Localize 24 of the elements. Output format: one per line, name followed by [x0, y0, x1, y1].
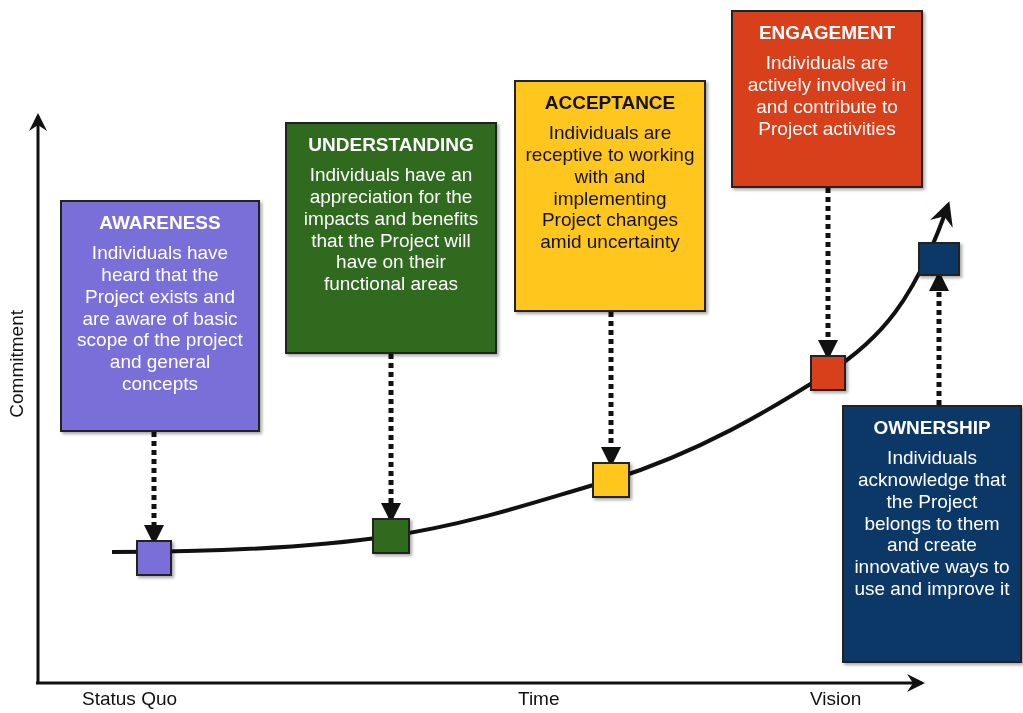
- stage-box: [285, 122, 497, 354]
- stage-description: Individuals have heard that the Project exists and are aware of basic scope of the project and general concepts: [76, 242, 244, 395]
- milestone-square: [136, 540, 172, 576]
- stage-box: [731, 10, 923, 188]
- stage-heading: AWARENESS: [98, 212, 222, 234]
- axis-label: Status Quo: [82, 688, 178, 710]
- stage-heading: UNDERSTANDING: [307, 134, 475, 156]
- axis-label: Commitment: [6, 310, 28, 418]
- axis-label: Vision: [810, 688, 862, 710]
- milestone-square: [810, 355, 846, 391]
- milestone-square: [372, 518, 410, 554]
- stage-description: Individuals are actively involved in and contribute to Project activities: [746, 52, 908, 140]
- stage-box: [842, 405, 1022, 663]
- stage-description: Individuals are receptive to working with and implementing Project changes amid uncertainty: [524, 122, 696, 254]
- axis-label: Time: [518, 688, 560, 710]
- stage-heading: OWNERSHIP: [872, 417, 992, 439]
- stage-description: Individuals have an appreciation for the impacts and benefits that the Project will have on their functional areas: [302, 164, 480, 296]
- milestone-square: [592, 462, 630, 498]
- stage-heading: ACCEPTANCE: [543, 92, 677, 114]
- stage-heading: ENGAGEMENT: [757, 22, 897, 44]
- milestone-square: [918, 242, 960, 276]
- stage-box: [514, 80, 706, 312]
- stage-description: Individuals acknowledge that the Project belongs to them and create innovative ways to use and improve it: [853, 447, 1011, 600]
- stage-box: [60, 200, 260, 432]
